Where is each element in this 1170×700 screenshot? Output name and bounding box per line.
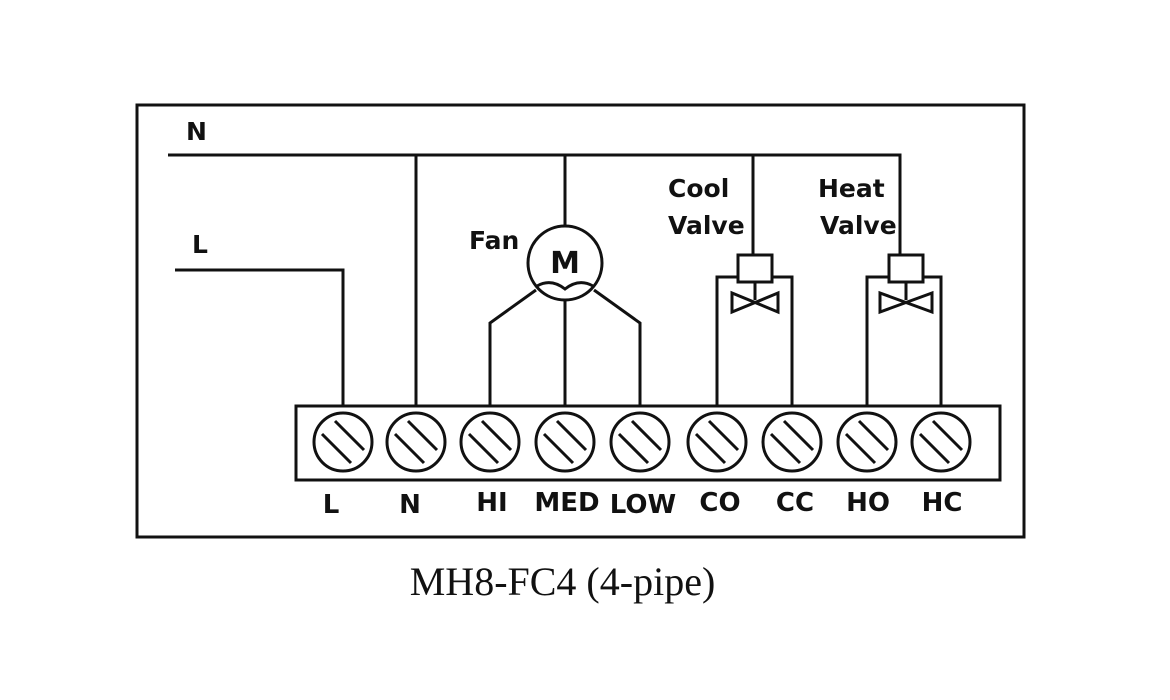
diagram-frame <box>135 103 1026 539</box>
terminal-screw-icon <box>910 411 972 473</box>
terminal-label: MED <box>534 488 599 518</box>
terminal-label: HI <box>476 488 507 518</box>
heat-valve-label-line1: Heat <box>818 174 885 203</box>
terminal-label: N <box>399 490 421 520</box>
terminal-screw-icon <box>385 411 447 473</box>
terminal-screw-icon <box>686 411 748 473</box>
heat-valve-icon <box>865 253 943 406</box>
terminal-screw-icon <box>459 411 521 473</box>
neutral-bus-wire <box>168 153 902 255</box>
terminal-screw-icon <box>609 411 671 473</box>
cool-valve-label-line1: Cool <box>668 174 729 203</box>
live-wire <box>175 268 345 406</box>
diagram-title: MH8-FC4 (4-pipe) <box>409 559 716 604</box>
terminal-label: LOW <box>610 490 676 520</box>
cool-valve-icon <box>715 253 794 406</box>
fan-motor-icon: M <box>526 224 604 302</box>
terminal-label: HC <box>922 488 963 518</box>
live-line-label: L <box>192 230 208 259</box>
terminal-screw-icon <box>836 411 898 473</box>
terminal-label: CC <box>776 488 814 518</box>
terminal-screw-icon <box>761 411 823 473</box>
motor-symbol: M <box>550 246 580 281</box>
terminal-label: CO <box>699 488 740 518</box>
fan-hi-wire <box>488 288 537 406</box>
terminal-screw-icon <box>312 411 374 473</box>
neutral-line-label: N <box>186 117 207 146</box>
cool-valve-label-line2: Valve <box>668 211 745 240</box>
terminal-screw-icon <box>534 411 596 473</box>
heat-valve-label-line2: Valve <box>820 211 897 240</box>
terminal-label: HO <box>846 488 890 518</box>
fan-low-wire <box>593 288 642 406</box>
terminal-label: L <box>323 490 340 520</box>
fan-label: Fan <box>469 226 519 255</box>
